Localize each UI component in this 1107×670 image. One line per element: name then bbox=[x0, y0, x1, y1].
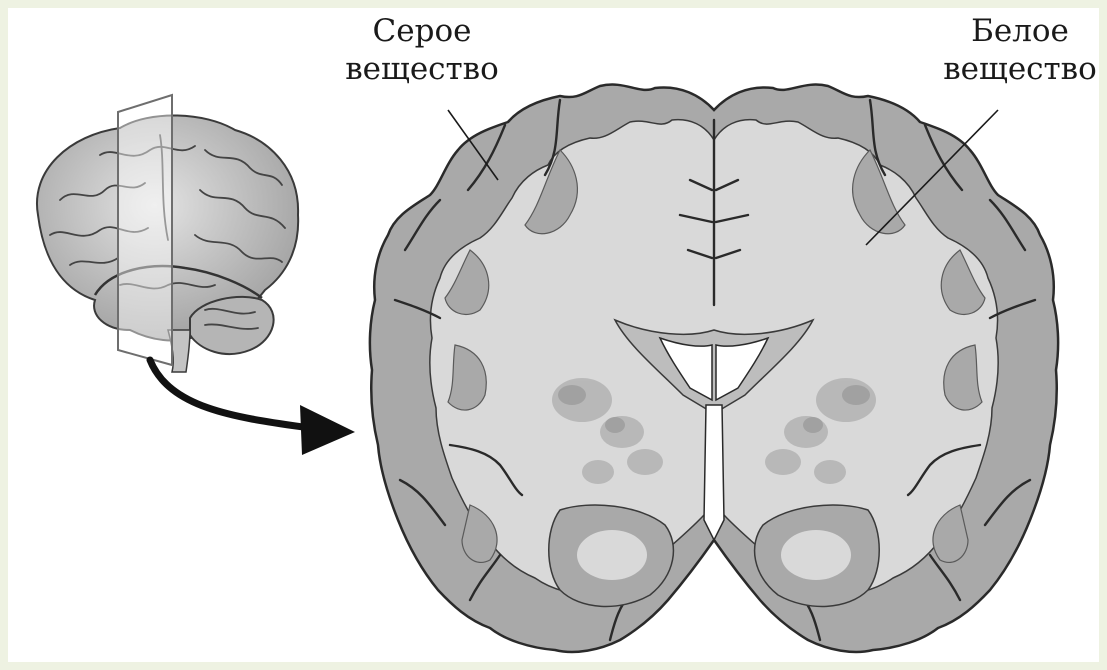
white-matter-label-line1: Белое bbox=[930, 12, 1107, 50]
white-matter-label-line2: вещество bbox=[930, 50, 1107, 88]
white-matter-label: Белое вещество bbox=[930, 12, 1107, 88]
gray-matter-label: Серое вещество bbox=[332, 12, 512, 88]
curved-arrow-icon bbox=[150, 360, 355, 455]
coronal-section bbox=[370, 85, 1058, 652]
gray-matter-label-line2: вещество bbox=[332, 50, 512, 88]
gray-matter-label-line1: Серое bbox=[332, 12, 512, 50]
coronal-plane-icon bbox=[118, 95, 172, 365]
brain-lateral-view-icon bbox=[37, 95, 298, 372]
